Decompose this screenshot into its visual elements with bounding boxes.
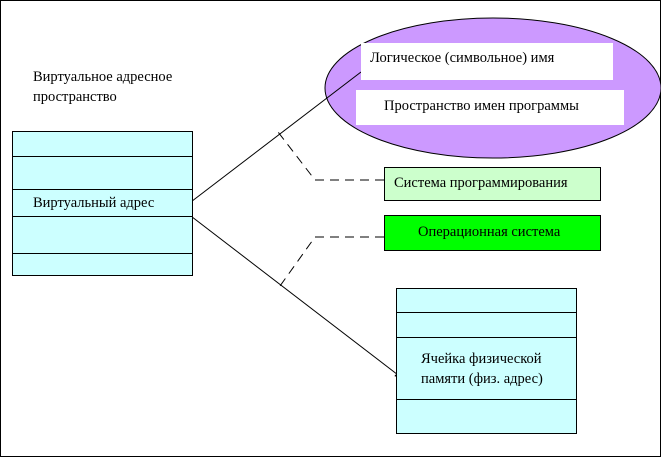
operating-system-box: Операционная система <box>384 215 601 251</box>
logical-name-label: Логическое (символьное) имя <box>370 50 555 66</box>
memory-cell <box>397 313 576 338</box>
program-namespace-box: Пространство имен программы <box>356 90 624 125</box>
logical-name-box: Логическое (символьное) имя <box>361 43 613 80</box>
vas-title-line1: Виртуальное адресное <box>33 69 173 85</box>
vas-cell-virtual-address: Виртуальный адрес <box>13 190 192 217</box>
virtual-address-label: Виртуальный адрес <box>33 194 155 211</box>
memory-cell <box>397 400 576 434</box>
system-programming-label: Система программирования <box>394 175 568 191</box>
vas-cell <box>13 157 192 190</box>
arrow-virtual-to-physical <box>182 209 403 379</box>
arrow-logical-to-virtual <box>182 71 362 209</box>
vas-title-line2: пространство <box>33 89 117 105</box>
operating-system-label: Операционная система <box>418 224 561 240</box>
program-namespace-ellipse <box>324 17 661 159</box>
vas-cell <box>13 132 192 157</box>
physical-cell-label-line2: памяти (физ. адрес) <box>421 370 543 387</box>
vas-cell <box>13 217 192 254</box>
physical-memory: Ячейка физической памяти (физ. адрес) <box>396 288 577 434</box>
physical-cell-label-line1: Ячейка физической <box>421 350 542 367</box>
dashed-link-system-prog <box>277 131 384 181</box>
program-namespace-label: Пространство имен программы <box>384 98 579 114</box>
virtual-address-space: Виртуальный адрес <box>12 131 193 276</box>
dashed-link-os <box>279 236 384 287</box>
memory-cell <box>397 289 576 313</box>
vas-cell <box>13 254 192 276</box>
system-programming-box: Система программирования <box>384 167 601 201</box>
memory-cell-physical: Ячейка физической памяти (физ. адрес) <box>397 338 576 400</box>
